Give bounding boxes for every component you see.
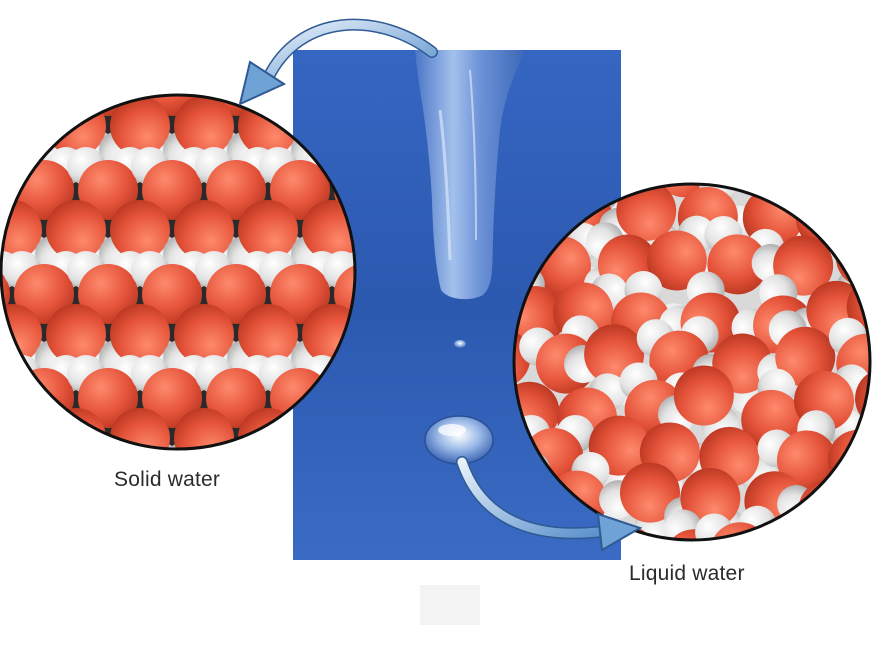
curved-arrow-icon xyxy=(238,18,438,106)
water-molecule xyxy=(163,408,245,449)
water-molecule xyxy=(834,523,870,540)
water-molecule xyxy=(657,365,739,443)
water-molecule xyxy=(195,147,277,220)
small-droplet-icon xyxy=(454,340,466,348)
water-drop-icon xyxy=(424,415,494,465)
water-molecule xyxy=(35,304,117,377)
liquid-water-label: Liquid water xyxy=(629,562,745,585)
water-molecule xyxy=(323,251,355,324)
solid-water-label: Solid water xyxy=(114,468,221,491)
water-molecule xyxy=(131,147,213,220)
water-molecule xyxy=(1,95,10,116)
photo-shadow xyxy=(420,585,480,625)
water-molecule xyxy=(825,184,870,203)
water-molecule xyxy=(14,95,74,116)
water-molecule xyxy=(142,95,202,116)
water-molecule xyxy=(757,410,837,491)
water-molecule xyxy=(1,355,21,428)
water-molecule xyxy=(845,480,870,540)
water-molecule xyxy=(99,408,181,449)
icicle-icon xyxy=(415,50,524,300)
water-molecule xyxy=(599,462,680,540)
water-molecule xyxy=(860,184,870,242)
curved-arrow-icon xyxy=(456,456,643,552)
water-molecule xyxy=(704,215,785,295)
water-molecule xyxy=(1,408,53,449)
water-molecule xyxy=(195,251,277,324)
